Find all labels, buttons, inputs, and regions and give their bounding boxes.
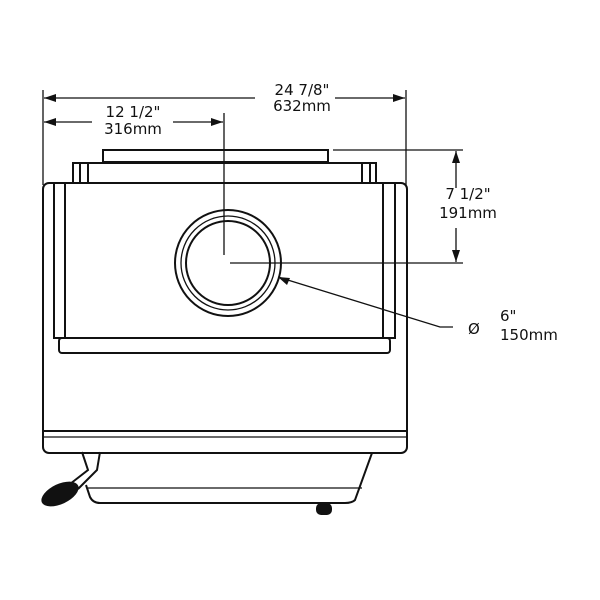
flue-diameter-metric: 150mm xyxy=(500,326,558,344)
center-offset-imperial: 12 1/2" xyxy=(106,103,161,121)
stove-base xyxy=(85,452,374,515)
flue-diameter-dimension: Ø 6" 150mm xyxy=(277,276,558,344)
stove-body xyxy=(42,149,408,454)
flue-height-metric: 191mm xyxy=(439,204,497,222)
air-control-handle[interactable] xyxy=(38,451,101,512)
overall-width-dimension: 24 7/8" 632mm xyxy=(42,81,407,185)
flue-height-dimension: 7 1/2" 191mm xyxy=(230,149,497,264)
flue-diameter-imperial: 6" xyxy=(500,307,516,325)
flue-height-imperial: 7 1/2" xyxy=(445,185,490,203)
flue-collar xyxy=(174,209,282,317)
center-offset-metric: 316mm xyxy=(104,120,162,138)
overall-width-imperial: 24 7/8" xyxy=(275,81,330,99)
foot xyxy=(316,503,332,515)
center-offset-dimension: 12 1/2" 316mm xyxy=(44,103,225,255)
overall-width-metric: 632mm xyxy=(273,97,331,115)
diameter-symbol: Ø xyxy=(468,320,480,338)
